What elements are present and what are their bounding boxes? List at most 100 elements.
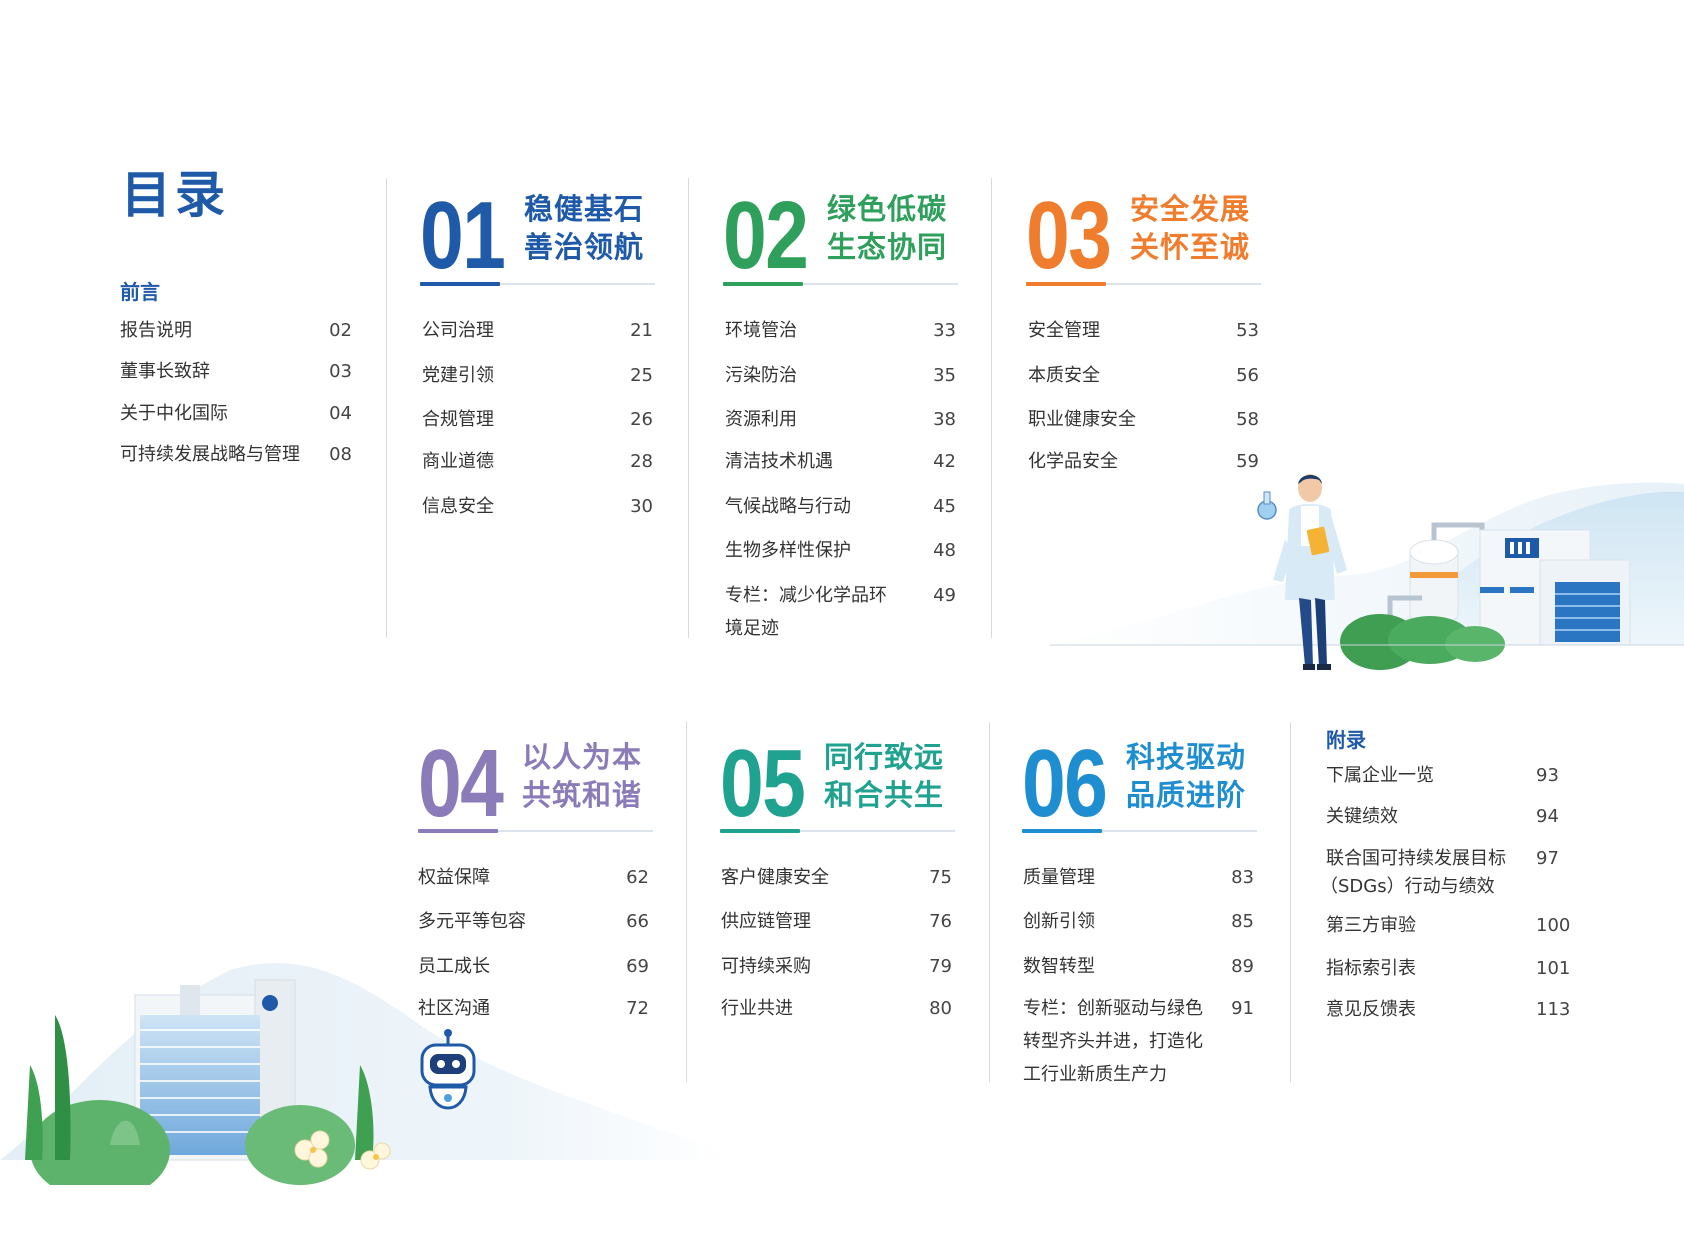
toc-entry-label: 质量管理 xyxy=(1023,867,1095,888)
toc-entry-label: 权益保障 xyxy=(418,867,490,888)
toc-entry-label: 客户健康安全 xyxy=(721,867,829,888)
column-divider xyxy=(1290,722,1291,1082)
chapter-number: 04 xyxy=(418,730,504,837)
chapter-rule xyxy=(418,829,653,833)
appendix-label: 附录 xyxy=(1326,728,1366,752)
chapter-rule xyxy=(1026,282,1261,286)
toc-entry-page: 85 xyxy=(1231,911,1254,932)
toc-entry-label: 资源利用 xyxy=(725,409,797,430)
toc-entry-page: 75 xyxy=(929,867,952,888)
toc-entry-page: 53 xyxy=(1236,320,1259,341)
toc-entry-label: 行业共进 xyxy=(721,998,793,1019)
toc-entry-label: 职业健康安全 xyxy=(1028,409,1136,430)
toc-entry-page: 45 xyxy=(933,496,956,517)
office-building-illustration xyxy=(0,963,730,1185)
chapter-title-line1: 绿色低碳 xyxy=(827,192,948,226)
toc-entry-page: 21 xyxy=(630,320,653,341)
chapter-number: 01 xyxy=(420,182,506,289)
chapter-header-04[interactable]: 04 以人为本 共筑和谐 xyxy=(418,732,658,832)
chapter-title-line2: 和合共生 xyxy=(824,778,945,812)
toc-entry-label: 报告说明 xyxy=(120,320,192,341)
toc-entry-label: 公司治理 xyxy=(422,320,494,341)
toc-entry-label: 清洁技术机遇 xyxy=(725,451,833,472)
toc-entry-label: 专栏：减少化学品环 xyxy=(725,585,887,606)
chapter-rule xyxy=(1022,829,1257,833)
robot-mascot-icon xyxy=(420,1029,476,1110)
scientist-illustration xyxy=(1257,474,1347,670)
toc-entry-label: 党建引领 xyxy=(422,365,494,386)
toc-entry-label: 环境管治 xyxy=(725,320,797,341)
toc-entry-page: 93 xyxy=(1536,765,1559,786)
chapter-title-line2: 关怀至诚 xyxy=(1130,230,1251,264)
chapter-number: 03 xyxy=(1026,182,1112,289)
toc-entry-label: 气候战略与行动 xyxy=(725,496,851,517)
toc-entry-label: 社区沟通 xyxy=(418,998,490,1019)
chapter-header-06[interactable]: 06 科技驱动 品质进阶 xyxy=(1022,732,1262,832)
toc-entry[interactable]: 联合国可持续发展目标 （SDGs）行动与绩效 97 xyxy=(1320,848,1559,904)
toc-entry-page: 80 xyxy=(929,998,952,1019)
chapter-header-01[interactable]: 01 稳健基石 善治领航 xyxy=(420,184,660,284)
toc-entry-label: 专栏：创新驱动与绿色 xyxy=(1023,998,1203,1019)
toc-entry-page: 38 xyxy=(933,409,956,430)
toc-entry-label: 第三方审验 xyxy=(1326,915,1416,936)
column-divider xyxy=(688,178,689,638)
toc-entry-label: 多元平等包容 xyxy=(418,911,526,932)
toc-entry-label: 联合国可持续发展目标 xyxy=(1326,848,1506,869)
scientist-plant-illustration xyxy=(1050,470,1684,680)
toc-entry-label: 可持续采购 xyxy=(721,956,811,977)
toc-entry-page: 04 xyxy=(329,403,352,424)
toc-entry-label: 可持续发展战略与管理 xyxy=(120,444,300,465)
toc-entry-label: 合规管理 xyxy=(422,409,494,430)
chapter-number: 05 xyxy=(720,730,806,837)
column-divider xyxy=(686,722,687,1082)
chapter-title-line2: 品质进阶 xyxy=(1126,778,1247,812)
chapter-title-line1: 同行致远 xyxy=(824,740,945,774)
toc-entry-page: 49 xyxy=(933,585,956,606)
chapter-header-05[interactable]: 05 同行致远 和合共生 xyxy=(720,732,960,832)
toc-entry-page: 100 xyxy=(1536,915,1571,936)
toc-entry-label: 创新引领 xyxy=(1023,911,1095,932)
preface-label: 前言 xyxy=(120,280,160,304)
toc-entry-page: 42 xyxy=(933,451,956,472)
chapter-title-line2: 善治领航 xyxy=(524,230,645,264)
chemical-plant-illustration xyxy=(1050,482,1684,670)
toc-entry-page: 26 xyxy=(630,409,653,430)
toc-entry-page: 83 xyxy=(1231,867,1254,888)
column-divider xyxy=(991,178,992,638)
toc-entry-label: 污染防治 xyxy=(725,365,797,386)
column-divider xyxy=(386,178,387,638)
chapter-rule xyxy=(723,282,958,286)
toc-entry-page: 66 xyxy=(626,911,649,932)
toc-entry-label: 意见反馈表 xyxy=(1326,999,1416,1020)
toc-entry-page: 97 xyxy=(1536,848,1559,869)
toc-entry-label: 信息安全 xyxy=(422,496,494,517)
chapter-title-line1: 安全发展 xyxy=(1130,192,1251,226)
toc-entry-page: 69 xyxy=(626,956,649,977)
chapter-rule xyxy=(720,829,955,833)
toc-entry-label: 董事长致辞 xyxy=(120,361,210,382)
toc-entry-label: （SDGs）行动与绩效 xyxy=(1320,876,1495,897)
toc-entry-label: 工行业新质生产力 xyxy=(1023,1064,1167,1085)
toc-entry-page: 56 xyxy=(1236,365,1259,386)
toc-entry-label: 化学品安全 xyxy=(1028,451,1118,472)
toc-entry[interactable]: 专栏：减少化学品环 境足迹 49 xyxy=(725,585,956,641)
chapter-title-line2: 共筑和谐 xyxy=(522,778,643,812)
toc-entry-page: 03 xyxy=(329,361,352,382)
toc-entry-label: 转型齐头并进，打造化 xyxy=(1023,1031,1203,1052)
toc-entry-page: 59 xyxy=(1236,451,1259,472)
toc-entry-label: 关键绩效 xyxy=(1326,806,1398,827)
toc-entry-label: 数智转型 xyxy=(1023,956,1095,977)
chapter-header-03[interactable]: 03 安全发展 关怀至诚 xyxy=(1026,184,1266,284)
chapter-header-02[interactable]: 02 绿色低碳 生态协同 xyxy=(723,184,963,284)
toc-entry[interactable]: 专栏：创新驱动与绿色 转型齐头并进，打造化 工行业新质生产力 91 xyxy=(1023,998,1254,1098)
chapter-title-line1: 稳健基石 xyxy=(524,192,645,226)
chapter-title-line1: 以人为本 xyxy=(522,740,643,774)
column-divider xyxy=(989,722,990,1082)
toc-entry-label: 下属企业一览 xyxy=(1326,765,1434,786)
chapter-rule xyxy=(420,282,655,286)
toc-entry-page: 89 xyxy=(1231,956,1254,977)
toc-entry-label: 指标索引表 xyxy=(1326,958,1416,979)
toc-entry-label: 生物多样性保护 xyxy=(725,540,851,561)
toc-entry-label: 安全管理 xyxy=(1028,320,1100,341)
toc-entry-page: 94 xyxy=(1536,806,1559,827)
